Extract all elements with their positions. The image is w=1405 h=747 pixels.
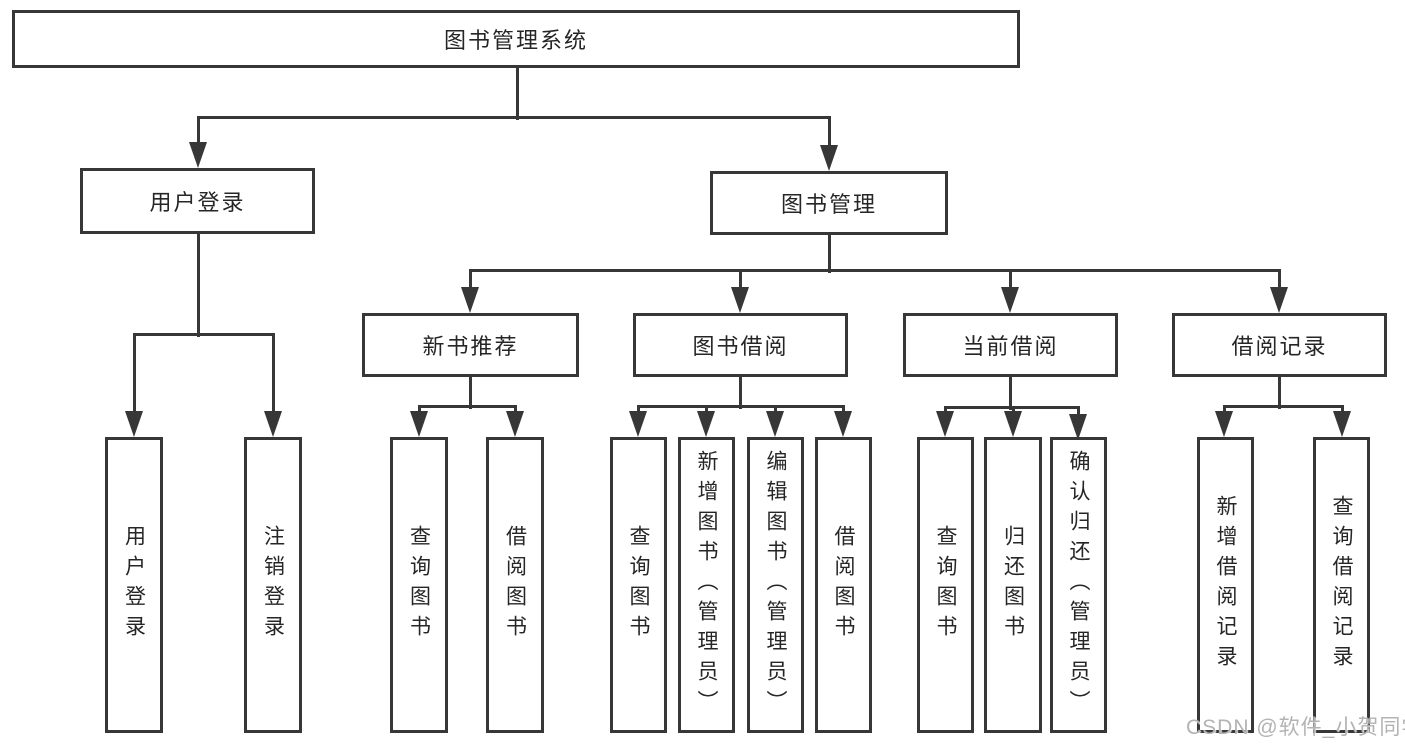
node-label: 新书推荐 [422,334,519,359]
node-label: 图书借阅 [692,334,789,359]
node-leaf-cb-confirm-return: 确认归还（管理员） [1050,437,1107,733]
node-book-management: 图书管理 [710,171,948,235]
node-label: 用户登录 [122,525,146,645]
connector-drop [739,270,742,293]
connector-stem [516,68,519,120]
arrowhead-down-icon [1333,411,1351,437]
arrowhead-down-icon [834,411,852,437]
arrowhead-down-icon [1069,414,1087,440]
node-label: 用户登录 [149,190,246,215]
node-label: 新增图书（管理员） [695,450,718,720]
connector-rail [1223,405,1344,408]
arrowhead-down-icon [189,142,207,168]
connector-drop [272,334,275,417]
connector-drop [828,117,831,151]
node-label: 确认归还（管理员） [1067,450,1090,720]
arrowhead-down-icon [1001,287,1019,313]
connector-stem [828,235,831,273]
connector-drop [197,117,200,148]
node-label: 编辑图书（管理员） [764,450,787,720]
arrowhead-down-icon [1215,411,1233,437]
arrowhead-down-icon [264,411,282,437]
arrowhead-down-icon [731,287,749,313]
node-label: 注销登录 [261,525,285,645]
connector-stem [1278,377,1281,409]
node-leaf-br-add-record: 新增借阅记录 [1197,437,1254,733]
connector-drop [1278,270,1281,293]
connector-rail [637,405,845,408]
node-leaf-bb-edit-book: 编辑图书（管理员） [747,437,804,733]
arrowhead-down-icon [697,411,715,437]
node-current-borrow: 当前借阅 [903,313,1118,377]
arrowhead-down-icon [820,145,838,171]
connector-stem [469,377,472,409]
connector-stem [197,234,200,337]
arrowhead-down-icon [125,411,143,437]
connector-stem [739,377,742,409]
node-borrow-records: 借阅记录 [1172,313,1387,377]
csdn-watermark: CSDN @软件_小贺同学 [1186,716,1405,739]
connector-rail [133,333,275,336]
arrowhead-down-icon [766,411,784,437]
node-label: 当前借阅 [962,334,1059,359]
connector-drop [469,270,472,293]
node-leaf-cb-return-book: 归还图书 [984,437,1042,733]
node-label: 借阅图书 [832,525,855,645]
connector-drop [133,334,136,417]
node-leaf-br-query-record: 查询借阅记录 [1313,437,1370,733]
node-root: 图书管理系统 [12,10,1020,68]
node-book-borrow: 图书借阅 [633,313,848,377]
node-user-login: 用户登录 [80,168,315,234]
node-label: 借阅图书 [503,525,527,645]
connector-rail [469,269,1281,272]
arrowhead-down-icon [936,411,954,437]
node-label: 查询图书 [934,525,957,645]
node-leaf-bb-borrow-book: 借阅图书 [815,437,872,733]
connector-rail [418,405,517,408]
node-leaf-cb-query-book: 查询图书 [917,437,974,733]
arrowhead-down-icon [461,287,479,313]
node-label: 查询图书 [407,525,431,645]
node-leaf-user-login: 用户登录 [105,437,163,733]
node-new-book-recommend: 新书推荐 [362,313,579,377]
node-leaf-logout: 注销登录 [244,437,302,733]
arrowhead-down-icon [1270,287,1288,313]
arrowhead-down-icon [1004,411,1022,437]
node-label: 归还图书 [1001,525,1025,645]
node-label: 新增借阅记录 [1214,495,1237,675]
connector-drop [1077,407,1080,420]
node-leaf-bb-add-book: 新增图书（管理员） [678,437,735,733]
node-label: 查询图书 [627,525,650,645]
arrowhead-down-icon [506,411,524,437]
connector-rail [197,116,831,119]
arrowhead-down-icon [410,411,428,437]
node-label: 图书管理系统 [443,28,588,53]
node-leaf-nb-borrow-book: 借阅图书 [486,437,544,733]
node-label: 图书管理 [780,192,877,217]
node-leaf-nb-query-book: 查询图书 [390,437,448,733]
connector-drop [1009,270,1012,293]
node-label: 查询借阅记录 [1330,495,1353,675]
arrowhead-down-icon [629,411,647,437]
connector-stem [1009,377,1012,410]
node-leaf-bb-query-book: 查询图书 [610,437,667,733]
node-label: 借阅记录 [1231,334,1328,359]
